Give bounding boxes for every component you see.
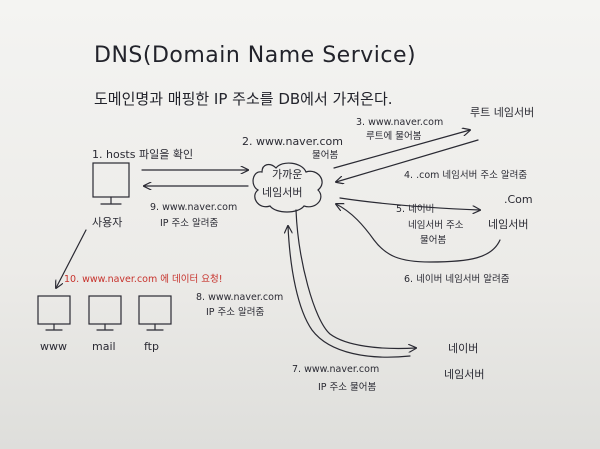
mail-server-stand (96, 323, 114, 331)
naver-ns-label-1: 네이버 (448, 342, 478, 355)
step-8-label-1: 8. www.naver.com (196, 292, 283, 303)
step-6-label: 6. 네이버 네임서버 알려줌 (404, 273, 510, 285)
step-5-label-3: 물어봄 (420, 235, 446, 246)
local-ns-label-1: 가까운 (272, 168, 302, 181)
step-9-label-1: 9. www.naver.com (150, 202, 237, 213)
step-9-label-2: IP 주소 알려줌 (160, 217, 219, 229)
user-computer-screen (92, 162, 130, 198)
step-5-label-1: 5. 네이버 (396, 204, 434, 215)
arrow-step-7 (295, 209, 416, 348)
arrow-step-8 (288, 226, 411, 358)
com-ns-label-1: .Com (504, 193, 533, 206)
local-ns-label-2: 네임서버 (262, 186, 302, 199)
step-2-label-2: 물어봄 (312, 150, 338, 161)
root-ns-label: 루트 네임서버 (470, 106, 534, 119)
naver-ns-label-2: 네임서버 (444, 368, 484, 381)
mail-server-screen (88, 295, 122, 325)
diagram-subtitle: 도메인명과 매핑한 IP 주소를 DB에서 가져온다. (94, 90, 393, 108)
arrow-step-3 (333, 130, 470, 169)
user-computer-stand (100, 196, 122, 205)
arrow-step-5 (339, 197, 480, 210)
ftp-server-stand (146, 323, 164, 331)
server-label-www: www (40, 340, 67, 353)
local-name-server-cloud (252, 162, 323, 213)
step-2-label-1: 2. www.naver.com (242, 135, 343, 148)
step-1-label: 1. hosts 파일을 확인 (92, 147, 193, 161)
step-3-label-2: 루트에 물어봄 (366, 131, 422, 142)
step-8-label-2: IP 주소 알려줌 (206, 306, 265, 318)
ftp-server-screen (138, 295, 172, 325)
arrow-step-6 (336, 204, 501, 263)
server-label-ftp: ftp (144, 340, 159, 353)
step-5-label-2: 네임서버 주소 (408, 219, 464, 231)
step-10-label: 10. www.naver.com 에 데이터 요청! (64, 274, 223, 285)
server-label-mail: mail (92, 340, 116, 353)
step-4-label: 4. .com 네임서버 주소 알려줌 (404, 169, 527, 181)
step-3-label-1: 3. www.naver.com (356, 117, 443, 128)
step-7-label-2: IP 주소 물어봄 (318, 382, 377, 393)
step-7-label-1: 7. www.naver.com (292, 364, 379, 375)
arrow-step-4 (336, 139, 479, 182)
user-label: 사용자 (92, 216, 122, 229)
diagram-title: DNS(Domain Name Service) (94, 43, 416, 68)
www-server-screen (37, 295, 71, 325)
arrow-step-10 (56, 229, 87, 288)
com-ns-label-2: 네임서버 (488, 218, 528, 231)
www-server-stand (45, 323, 63, 331)
